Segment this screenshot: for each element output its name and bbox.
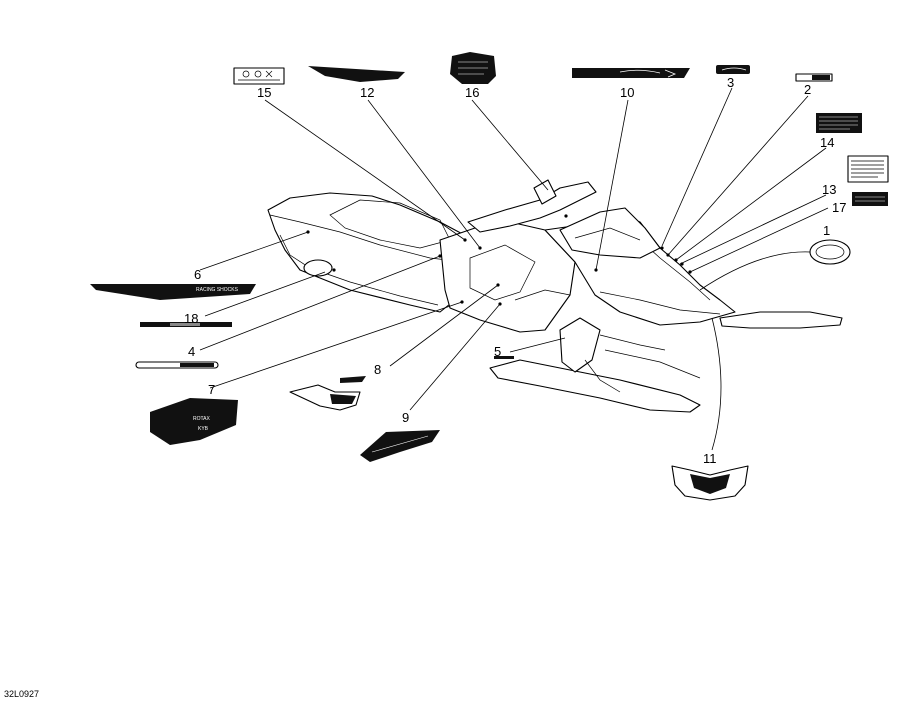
decal-12-stripe [308, 66, 405, 82]
callout-11: 11 [703, 451, 717, 466]
decal-4-side-panel: ROTAX KYB [150, 398, 238, 445]
callout-18: 18 [184, 311, 198, 326]
callout-17: 17 [832, 200, 846, 215]
callout-16: 16 [465, 85, 479, 100]
decal-6-racing-shocks: RACING SHOCKS [90, 284, 256, 300]
diagram-code: 32L0927 [4, 689, 39, 699]
decal-11-nose [671, 465, 749, 501]
decal-9-side [360, 430, 440, 462]
decal-5-strip [494, 356, 514, 359]
decal-2-logo [795, 73, 833, 82]
decal-13-info-label [847, 155, 889, 183]
callout-numbers: 15 12 16 10 3 2 14 13 17 1 6 18 4 7 8 9 … [184, 75, 846, 466]
racing-shocks-text: RACING SHOCKS [196, 287, 239, 293]
decal-1-round-badge [809, 239, 851, 265]
decal-10-side-decal [572, 68, 690, 78]
snowmobile-illustration [267, 179, 843, 413]
callout-4: 4 [188, 344, 195, 359]
callout-13: 13 [822, 182, 836, 197]
callout-12: 12 [360, 85, 374, 100]
callout-9: 9 [402, 410, 409, 425]
callout-5: 5 [494, 344, 501, 359]
callout-14: 14 [820, 135, 834, 150]
callout-8: 8 [374, 362, 381, 377]
leader-lines [199, 87, 829, 451]
callout-1: 1 [823, 223, 830, 238]
decal-3-logo [716, 65, 750, 74]
decal-17-label [852, 192, 888, 206]
callout-6: 6 [194, 267, 201, 282]
decal-14-warning-label [816, 113, 862, 133]
marker-dots [306, 214, 692, 306]
callout-10: 10 [620, 85, 634, 100]
decal-7-strip [135, 361, 219, 369]
callout-2: 2 [804, 82, 811, 97]
decal-8-side [289, 376, 366, 411]
callout-15: 15 [257, 85, 271, 100]
callout-7: 7 [208, 382, 215, 397]
decal-15-warning-label [233, 67, 285, 85]
decal-16-tank-decal [450, 52, 496, 84]
callout-3: 3 [727, 75, 734, 90]
rotax-text: ROTAX [193, 416, 211, 422]
kyb-text: KYB [198, 426, 209, 432]
decal-18-strip [140, 322, 232, 327]
